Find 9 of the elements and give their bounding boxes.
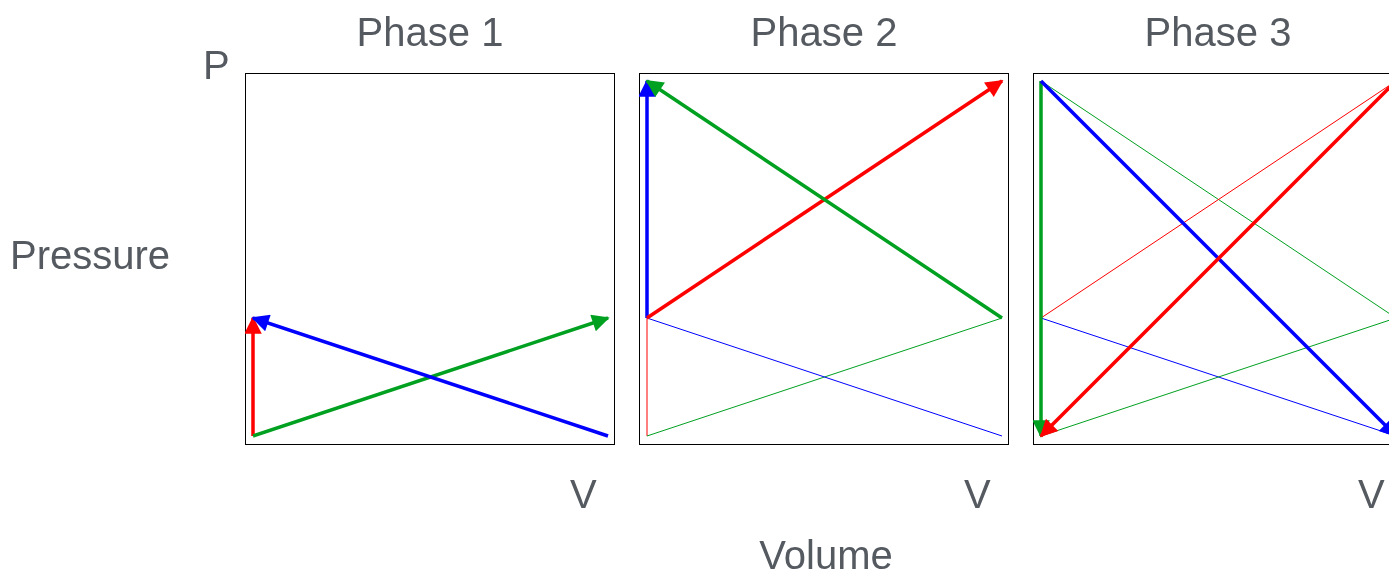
panel-title: Phase 1 (356, 12, 504, 52)
axis-label: V (570, 474, 597, 514)
axis-label: V (964, 474, 991, 514)
axis-title: Volume (759, 535, 893, 575)
axis-label: P (203, 45, 230, 85)
axis-label: V (1358, 474, 1385, 514)
panel-title: Phase 2 (750, 12, 898, 52)
axis-label: Pressure (10, 235, 171, 275)
panel-title: Phase 3 (1144, 12, 1292, 52)
